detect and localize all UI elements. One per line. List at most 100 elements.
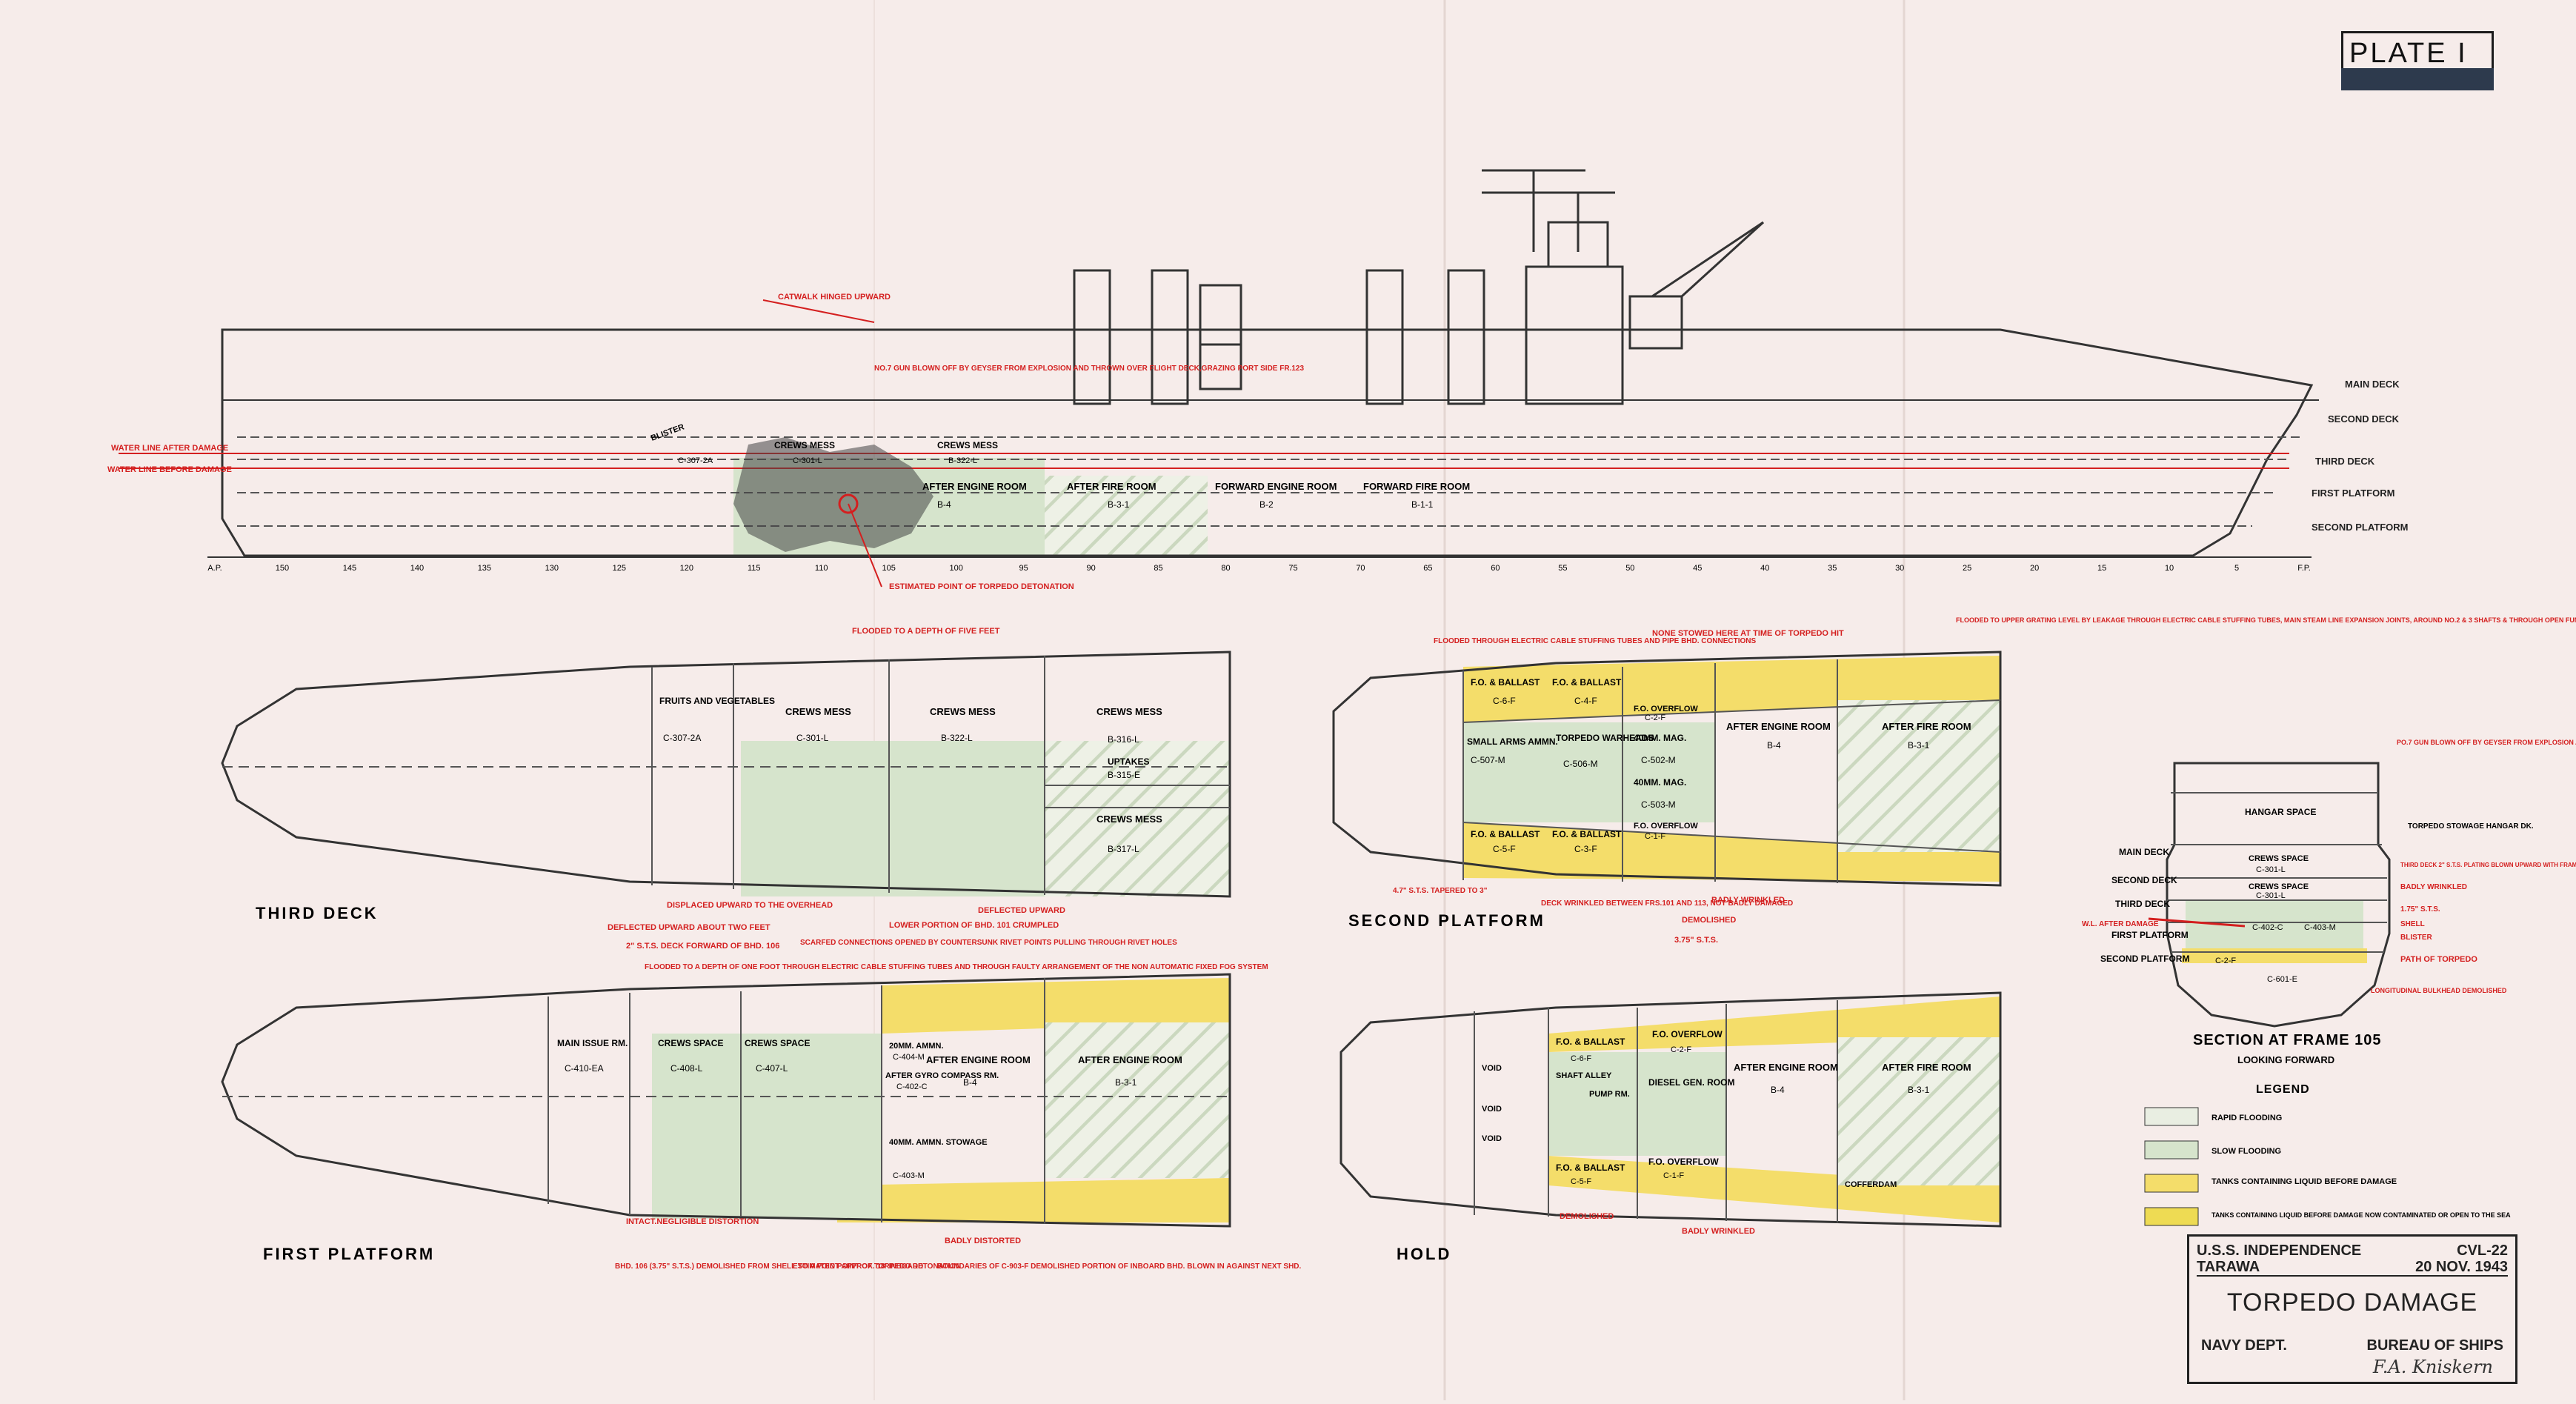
navy-dept: NAVY DEPT. [2201, 1337, 2287, 1354]
frame-number: 60 [1491, 564, 1500, 573]
room-code: C-301-L [2256, 891, 2286, 900]
tank-fill [1548, 1156, 2000, 1222]
deck-label-third: THIRD DECK [2315, 456, 2375, 467]
compartment-label: BLISTER [650, 422, 685, 442]
plate-number: PLATE I [2349, 38, 2468, 69]
room-code: C-601-E [2267, 975, 2297, 984]
frame-number: 130 [545, 564, 559, 573]
signature: F.A. Kniskern [2372, 1357, 2493, 1377]
frame-number: 45 [1693, 564, 1702, 573]
frame-number: 5 [2234, 564, 2239, 573]
first-platform-plan: FIRST PLATFORM MAIN ISSUE RM. C-410-EA C… [221, 963, 1302, 1271]
room-label: CREWS SPACE [2249, 854, 2309, 863]
section-title: SECTION AT FRAME 105 [2193, 1032, 2381, 1048]
slow-flood-area [741, 741, 1045, 896]
room-code: C-2-F [2215, 956, 2236, 965]
tank-fill [1463, 822, 2000, 882]
compartment-code: C-307-2A [678, 456, 713, 465]
legend-title: LEGEND [2256, 1083, 2310, 1096]
tank-fill [882, 978, 1230, 1034]
torpedo-path [2148, 917, 2246, 928]
room-label: CREWS SPACE [658, 1038, 723, 1048]
room-label: CREWS MESS [785, 706, 851, 717]
room-code: B-317-L [1108, 844, 1139, 854]
rapid-flood-area [1045, 476, 1208, 556]
frame-number: 125 [613, 564, 626, 573]
room-code: B-3-1 [1908, 740, 1930, 751]
annotation: BADLY WRINKLED [1711, 896, 1785, 905]
frame-number: 115 [748, 564, 761, 573]
frame-number: 40 [1760, 564, 1769, 573]
room-label: VOID [1482, 1105, 1502, 1114]
deck-label-second: SECOND DECK [2328, 413, 2400, 425]
room-code: B-322-L [941, 733, 973, 743]
room-code: C-503-M [1641, 799, 1676, 810]
annotation: PATH OF TORPEDO [2400, 955, 2477, 964]
room-code: C-502-M [1641, 755, 1676, 765]
room-code: C-5-F [1571, 1177, 1591, 1186]
frame-number: 80 [1221, 564, 1230, 573]
room-code: B-315-E [1108, 770, 1140, 780]
deck-label-main: MAIN DECK [2345, 379, 2400, 390]
annotation: PO.7 GUN BLOWN OFF BY GEYSER FROM EXPLOS… [2397, 739, 2576, 746]
legend-label: TANKS CONTAINING LIQUID BEFORE DAMAGE NO… [2211, 1211, 2511, 1219]
deck-label-first-platform: FIRST PLATFORM [2312, 488, 2394, 499]
room-label: F.O. OVERFLOW [1648, 1157, 1719, 1167]
annotation: THIRD DECK 2" S.T.S. PLATING BLOWN UPWAR… [2400, 862, 2576, 868]
annotation: FLOODED TO A DEPTH OF ONE FOOT THROUGH E… [645, 963, 1268, 971]
room-label: F.O. & BALLAST [1556, 1162, 1625, 1173]
compartment-label: AFTER ENGINE ROOM [922, 481, 1027, 492]
room-code: C-410-EA [565, 1063, 604, 1074]
annotation: SCARFED CONNECTIONS OPENED BY COUNTERSUN… [800, 939, 1177, 947]
room-label: AFTER ENGINE ROOM [1726, 721, 1831, 732]
annotation: LOWER PORTION OF BHD. 101 CRUMPLED [889, 921, 1059, 930]
plan-title: THIRD DECK [256, 904, 379, 922]
compartment-label: FORWARD ENGINE ROOM [1215, 481, 1337, 492]
room-label: 20MM. AMMN. [889, 1042, 944, 1051]
frame-number: F.P. [2297, 564, 2311, 573]
island-superstructure [1073, 169, 1765, 405]
room-label: COFFERDAM [1845, 1180, 1897, 1189]
hull-number-date: CVL-22 20 NOV. 1943 [2415, 1242, 2508, 1275]
room-label: F.O. OVERFLOW [1634, 705, 1698, 713]
annotation: FLOODED THROUGH ELECTRIC CABLE STUFFING … [1434, 637, 1757, 645]
frame-number: 135 [478, 564, 491, 573]
compartment-code: B-322-L [948, 456, 977, 465]
annotation: DEMOLISHED [1560, 1212, 1614, 1221]
annotation: ESTIMATED POINT OF TORPEDO DETONATION [793, 1262, 961, 1271]
annotation-catwalk: CATWALK HINGED UPWARD [778, 293, 891, 302]
annotation: SHELL [2400, 920, 2425, 928]
tank-fill [2182, 948, 2367, 963]
deck-label: W.L. AFTER DAMAGE [2082, 920, 2159, 928]
deck-label: MAIN DECK [2119, 847, 2169, 857]
room-label: CREWS SPACE [745, 1038, 810, 1048]
frame-number: 15 [2097, 564, 2106, 573]
room-code: C-1-F [1663, 1171, 1684, 1180]
annotation: FLOODED TO A DEPTH OF FIVE FEET [852, 627, 1000, 636]
compartment-code: C-301-L [793, 456, 822, 465]
frame-number: 90 [1086, 564, 1095, 573]
deck-label: THIRD DECK [2115, 899, 2170, 909]
compartment-code: B-3-1 [1108, 499, 1130, 510]
room-code: C-4-F [1574, 696, 1597, 706]
annotation: LONGITUDINAL BULKHEAD DEMOLISHED [2371, 987, 2507, 994]
third-deck-plan: THIRD DECK FRUITS AND VEGETABLES C-307-2… [221, 627, 1231, 951]
room-code: B-3-1 [1908, 1085, 1930, 1095]
room-label: AFTER ENGINE ROOM [1734, 1062, 1838, 1073]
torpedo-detonation-mark [838, 493, 859, 514]
legend-swatch-rapid [2144, 1107, 2199, 1126]
plate-tag: PLATE I [2341, 31, 2494, 90]
legend: LEGEND RAPID FLOODING SLOW FLOODING TANK… [2144, 1083, 2511, 1226]
room-label: AFTER ENGINE ROOM [1078, 1054, 1182, 1065]
room-label: AFTER GYRO COMPASS RM. [885, 1071, 999, 1080]
room-code: B-4 [1771, 1085, 1785, 1095]
annotation: BADLY WRINKLED [2400, 883, 2467, 891]
rapid-flood-area [1045, 1022, 1230, 1178]
room-label: AFTER FIRE ROOM [1882, 1062, 1971, 1073]
room-label: CREWS SPACE [2249, 882, 2309, 891]
waterline-before-label: WATER LINE BEFORE DAMAGE [107, 465, 232, 474]
room-label: CREWS MESS [1096, 706, 1162, 717]
annotation: BADLY DISTORTED [945, 1237, 1021, 1245]
